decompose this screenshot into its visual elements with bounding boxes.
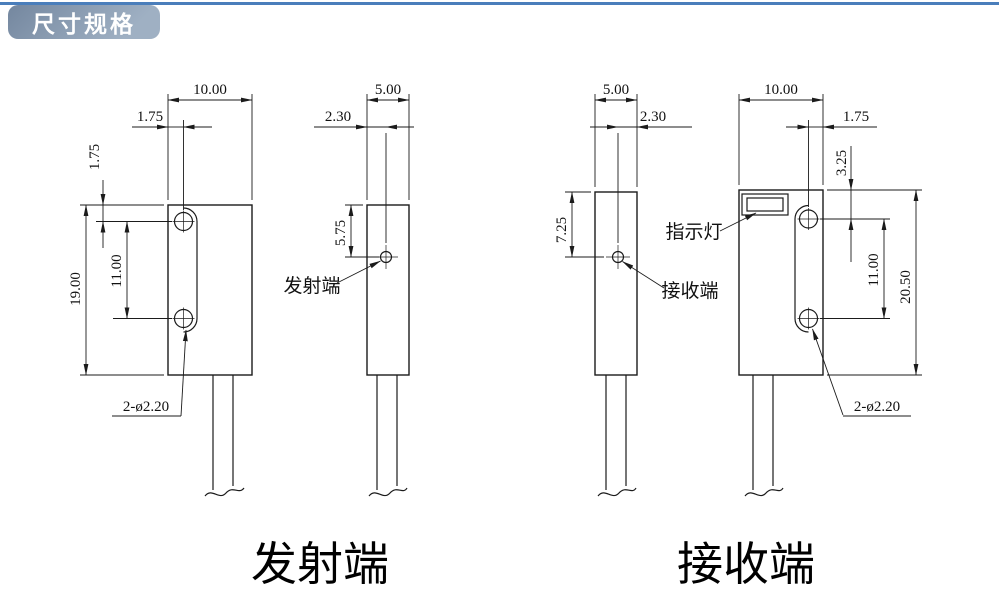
receiver-caption: 接收端 — [677, 539, 815, 590]
dim-height-label: 20.50 — [898, 270, 914, 304]
transmitter-body-outline — [167, 204, 253, 376]
dimension-hole-x: 1.75 — [132, 109, 212, 130]
leader-line — [622, 261, 665, 289]
dim-width-label: 10.00 — [193, 82, 227, 98]
dim-width-label: 5.00 — [603, 82, 629, 98]
cable-break — [744, 487, 784, 497]
section-badge-label: 尺寸规格 — [32, 11, 136, 37]
cable — [368, 375, 408, 497]
mounting-hole-bottom — [797, 307, 820, 330]
dimension-hole-pitch: 11.00 — [109, 221, 130, 319]
hole-note-label: 2-ø2.20 — [123, 399, 169, 415]
dimension-hole-x: 1.75 — [786, 109, 877, 130]
dimension-lens-y: 7.25 — [554, 191, 575, 258]
dim-hole-pitch-label: 11.00 — [109, 254, 125, 287]
indicator-light — [741, 193, 789, 216]
dim-lens-x-label: 2.30 — [640, 109, 666, 125]
receiver-side-view: 5.00 2.30 7.25 接收端 — [554, 82, 719, 497]
emitter-callout: 发射端 — [283, 260, 381, 297]
dimension-hole-pitch: 11.00 — [866, 218, 887, 319]
hole-note-label: 2-ø2.20 — [854, 399, 900, 415]
mounting-hole-bottom — [172, 307, 195, 330]
transmitter-caption: 发射端 — [251, 539, 389, 590]
dimension-lens-x: 2.30 — [314, 109, 414, 130]
dimension-height: 19.00 — [68, 204, 89, 376]
dim-lens-y-label: 7.25 — [554, 217, 570, 243]
cable — [204, 375, 245, 497]
dim-hole-y-label: 1.75 — [87, 144, 103, 170]
dim-width-label: 5.00 — [375, 82, 401, 98]
dim-width-label: 10.00 — [764, 82, 798, 98]
top-accent-line — [0, 2, 999, 5]
dimension-hole-y: 3.25 — [834, 146, 854, 262]
extension-lines — [345, 94, 410, 258]
leader-line — [336, 260, 381, 284]
receiver-side-outline — [594, 191, 638, 376]
cable — [597, 375, 637, 497]
dimension-lens-x: 2.30 — [590, 109, 692, 130]
dim-lens-x-label: 2.30 — [325, 109, 351, 125]
transmitter-front-view: 10.00 1.75 1.75 11.00 19.00 — [68, 82, 253, 497]
dimension-width: 5.00 — [366, 82, 410, 103]
dimension-hole-y: 1.75 — [87, 144, 106, 248]
dimension-width: 10.00 — [738, 82, 824, 103]
receiver-lens — [606, 245, 630, 269]
dimension-width: 10.00 — [167, 82, 253, 103]
cable-break — [597, 487, 637, 497]
leader-line — [719, 212, 757, 232]
receiver-label: 接收端 — [661, 280, 718, 302]
transmitter-side-view: 5.00 2.30 5.75 发射端 — [283, 82, 414, 497]
transmitter-side-outline — [366, 204, 410, 376]
dimension-lens-y: 5.75 — [333, 204, 354, 258]
extension-lines — [80, 94, 253, 376]
dim-hole-x-label: 1.75 — [843, 109, 869, 125]
dim-height-label: 19.00 — [68, 272, 84, 306]
receiver-callout: 接收端 — [622, 261, 719, 302]
hole-note: 2-ø2.20 — [812, 328, 911, 417]
dim-hole-x-label: 1.75 — [137, 109, 163, 125]
cable-break — [204, 487, 245, 497]
indicator-callout: 指示灯 — [665, 212, 757, 243]
hole-note: 2-ø2.20 — [112, 329, 188, 417]
mounting-hole-top — [797, 208, 820, 230]
leader-line — [180, 329, 188, 417]
emitter-label: 发射端 — [283, 275, 340, 297]
dimension-width: 5.00 — [594, 82, 638, 103]
cable — [744, 375, 784, 497]
dim-lens-y-label: 5.75 — [333, 220, 349, 246]
cable-break — [368, 487, 408, 497]
mounting-ear-contour — [794, 204, 809, 333]
mounting-hole-top — [172, 210, 195, 233]
receiver-front-view: 10.00 1.75 3.25 11.00 20.50 — [665, 82, 922, 497]
leader-line — [812, 328, 844, 416]
mounting-ear-contour — [183, 207, 198, 333]
receiver-body-outline — [738, 189, 824, 376]
dim-hole-pitch-label: 11.00 — [866, 253, 882, 286]
indicator-label: 指示灯 — [665, 221, 722, 243]
section-badge: 尺寸规格 — [8, 5, 160, 39]
dim-hole-y-label: 3.25 — [834, 150, 850, 176]
extension-lines — [738, 94, 922, 376]
dimension-height: 20.50 — [898, 189, 919, 376]
extension-lines — [565, 94, 638, 258]
